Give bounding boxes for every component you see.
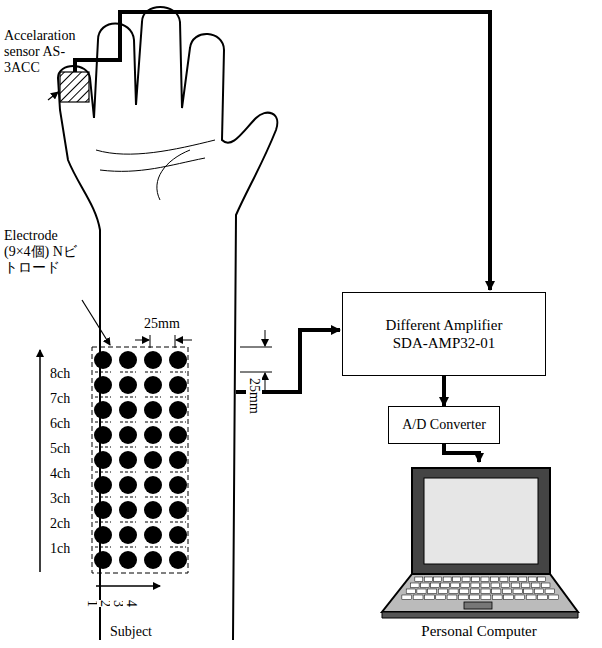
channel-label: 6ch bbox=[50, 416, 70, 432]
signal-arrow bbox=[442, 376, 446, 406]
device-label: Personal Computer bbox=[372, 622, 586, 640]
computer-node: Personal Computer bbox=[372, 462, 586, 642]
laptop-illustration bbox=[372, 462, 586, 642]
box-label: A/D Converter bbox=[402, 417, 486, 434]
channel-label: 1ch bbox=[50, 541, 70, 557]
channel-label: 3ch bbox=[50, 491, 70, 507]
channel-label: 8ch bbox=[50, 366, 70, 382]
dimension-label: 25mm bbox=[246, 378, 262, 414]
axis-label: Subject bbox=[110, 624, 152, 640]
amplifier-box: Different Amplifier SDA-AMP32-01 bbox=[342, 292, 546, 376]
box-label: Different Amplifier SDA-AMP32-01 bbox=[369, 316, 519, 352]
dimension-label: 25mm bbox=[144, 316, 180, 332]
channel-label: 5ch bbox=[50, 441, 70, 457]
sensor-label: Accelaration sensor AS-3ACC bbox=[4, 28, 96, 76]
acceleration-sensor bbox=[60, 72, 89, 102]
channel-label: 7ch bbox=[50, 391, 70, 407]
converter-box: A/D Converter bbox=[388, 406, 500, 444]
signal-arrow bbox=[444, 444, 479, 462]
electrode-label: Electrode (9×4個) Nビトロード bbox=[4, 228, 86, 276]
column-number: 4 bbox=[123, 600, 139, 607]
hand-outline bbox=[58, 7, 277, 640]
channel-label: 4ch bbox=[50, 466, 70, 482]
channel-label: 2ch bbox=[50, 516, 70, 532]
